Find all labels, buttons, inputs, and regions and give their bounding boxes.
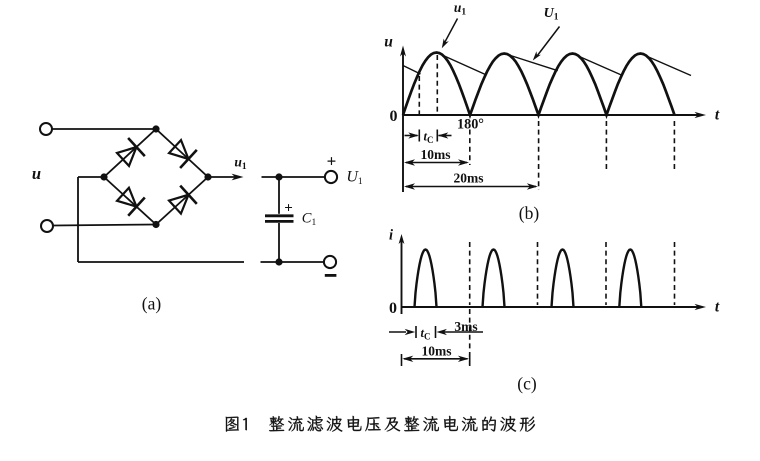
svg-text:tC: tC <box>421 326 431 342</box>
svg-text:i: i <box>389 228 393 244</box>
svg-text:u: u <box>32 164 41 183</box>
svg-text:t: t <box>715 299 720 316</box>
svg-text:10ms: 10ms <box>422 344 452 359</box>
svg-text:0: 0 <box>389 300 397 317</box>
svg-text:3ms: 3ms <box>454 319 477 334</box>
svg-text:10ms: 10ms <box>421 147 451 162</box>
svg-text:(c): (c) <box>517 374 537 394</box>
svg-text:t: t <box>715 107 720 124</box>
svg-text:(b): (b) <box>519 203 540 223</box>
svg-text:+: + <box>284 201 293 217</box>
svg-text:(a): (a) <box>142 294 162 314</box>
svg-text:+: + <box>327 152 337 171</box>
svg-text:tC: tC <box>424 130 434 146</box>
svg-text:u: u <box>384 34 393 51</box>
svg-text:0: 0 <box>390 108 398 125</box>
svg-text:20ms: 20ms <box>454 171 484 186</box>
svg-text:180°: 180° <box>457 117 484 133</box>
